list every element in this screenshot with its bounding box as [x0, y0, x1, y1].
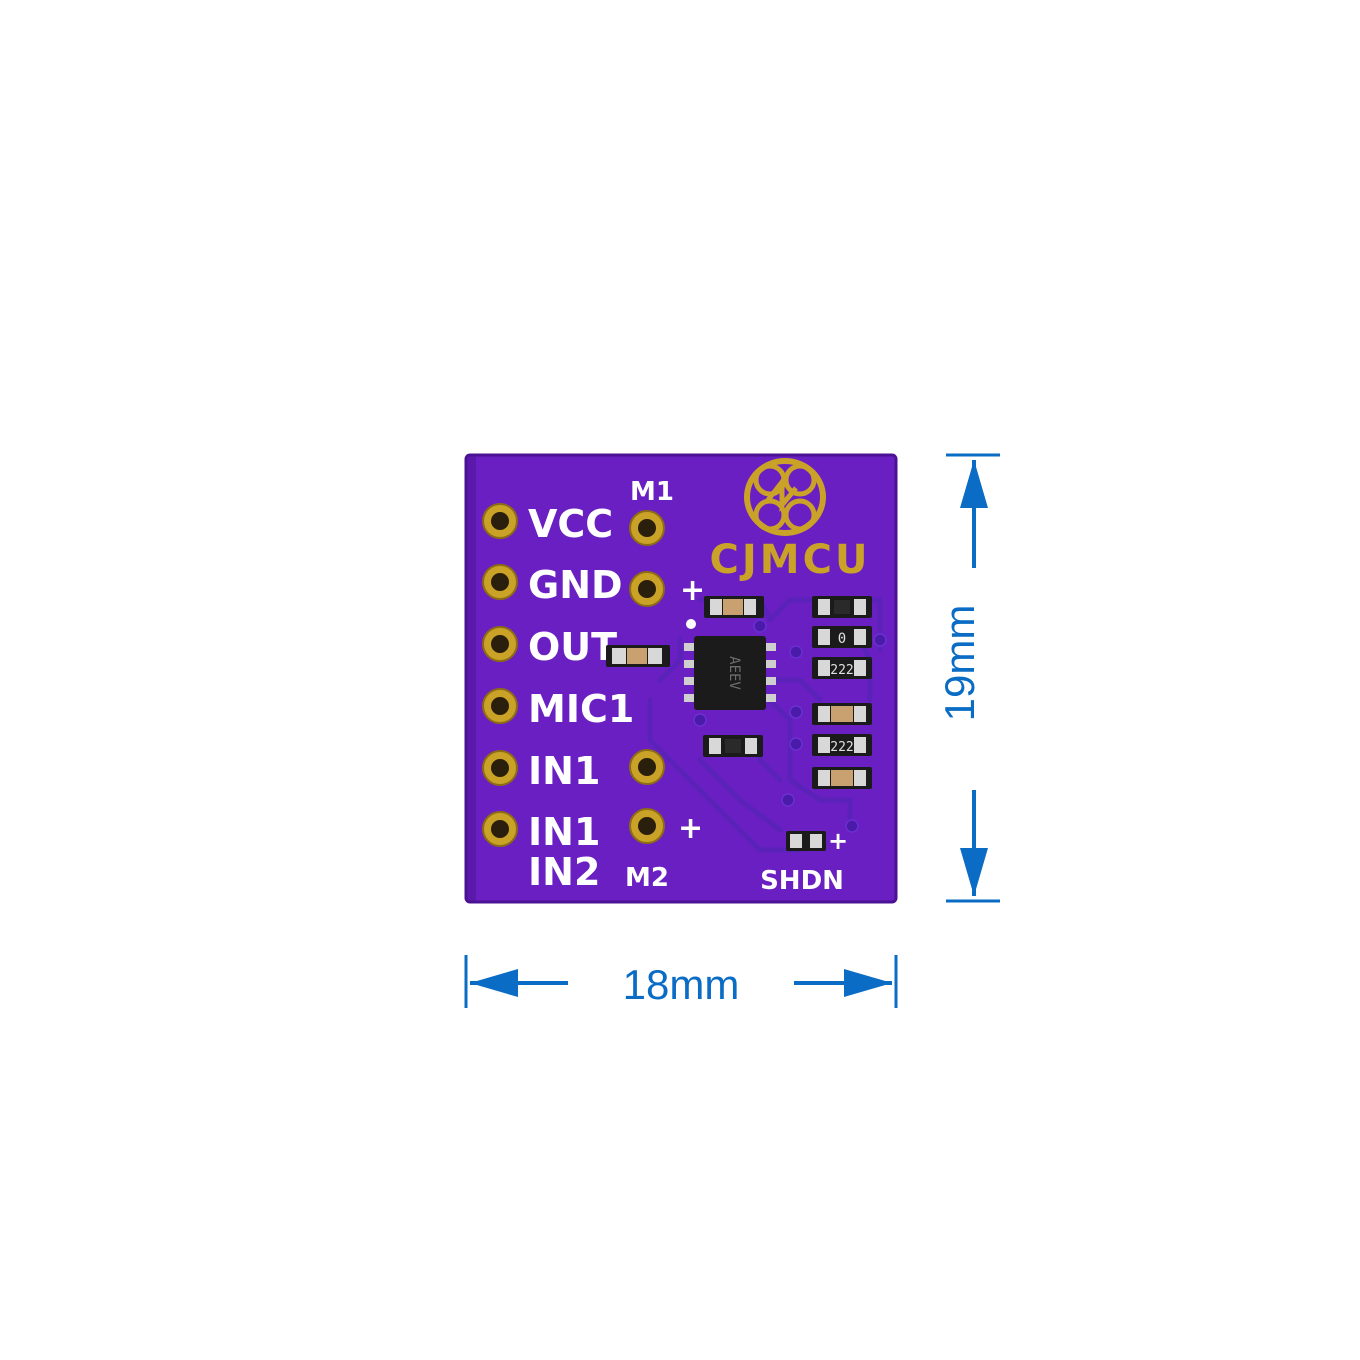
- pin-pad: [482, 811, 518, 847]
- pin-pad: [482, 503, 518, 539]
- pin-label-in1-b: IN1: [528, 810, 600, 854]
- height-label: 19mm: [936, 605, 983, 722]
- capacitor-bottom-right: [812, 767, 872, 789]
- pin-label-gnd: GND: [528, 563, 623, 607]
- m1-label: M1: [630, 477, 674, 507]
- shdn-plus-sign: +: [828, 827, 848, 855]
- pin-label-in1: IN1: [528, 749, 600, 793]
- pcb-board: CJMCU VCC GND OUT MIC1 IN1 IN1 IN2 M1 + …: [464, 453, 898, 904]
- resistor-222-b: [812, 734, 872, 756]
- height-dimension: 19mm: [936, 453, 1000, 903]
- shdn-label: SHDN: [760, 866, 844, 896]
- m2-label: M2: [625, 863, 669, 893]
- m1-pad-top: [629, 510, 665, 546]
- capacitor-mid-right: [812, 703, 872, 725]
- pin-label-out: OUT: [528, 625, 617, 669]
- arrow-up-icon: [960, 460, 988, 568]
- pin-label-in2: IN2: [528, 850, 600, 894]
- pin-pad: [482, 626, 518, 662]
- m2-pad-top: [629, 749, 665, 785]
- pin-pad: [482, 564, 518, 600]
- width-label: 18mm: [623, 961, 740, 1008]
- arrow-down-icon: [960, 790, 988, 896]
- m2-pad-bottom: [629, 808, 665, 844]
- cjmcu-logo-icon: [744, 458, 826, 536]
- width-dimension: 18mm: [464, 955, 898, 1008]
- pin-pad: [482, 688, 518, 724]
- capacitor-top: [704, 596, 764, 618]
- chip-marking: AEEV: [726, 656, 742, 690]
- capacitor-out: [606, 645, 670, 667]
- m1-plus-sign: +: [680, 573, 705, 608]
- resistor-code-222-a: 222: [830, 663, 853, 678]
- brand-label: CJMCU: [710, 537, 871, 583]
- m2-plus-sign: +: [678, 811, 703, 846]
- pcb-vias: [693, 619, 887, 833]
- arrow-left-icon: [470, 969, 568, 997]
- resistor-222-a: [812, 657, 872, 679]
- resistor-code-222-b: 222: [830, 740, 853, 755]
- shdn-jumper: [786, 831, 826, 851]
- pin-label-mic1: MIC1: [528, 687, 634, 731]
- left-header-pads: [482, 503, 518, 847]
- arrow-right-icon: [794, 969, 892, 997]
- resistor-top-right: [812, 596, 872, 618]
- pin-label-vcc: VCC: [528, 502, 613, 546]
- resistor-bottom-left: [703, 735, 763, 757]
- resistor-code-0: 0: [838, 631, 846, 647]
- resistor-zero: [812, 626, 872, 648]
- pin-pad: [482, 750, 518, 786]
- m1-pad-bottom: [629, 571, 665, 607]
- ic-chip: [684, 619, 776, 710]
